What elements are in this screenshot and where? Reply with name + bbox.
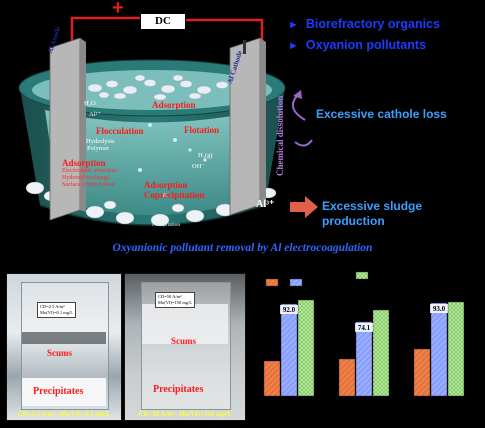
label-hydrolysis: Hydrolysis [86, 138, 115, 145]
precip-label-1: Precipitates [33, 386, 84, 397]
beaker-1-sticker: CD=2.5 A/m² Mo(VI)=0.1 mg/L [37, 302, 77, 318]
chart-bar [355, 321, 373, 397]
beaker-photo-2: CD=50 A/m² Mo(VI)=150 mg/L Scums Precipi… [124, 273, 246, 421]
scum-band-1 [22, 332, 106, 344]
pollutant-bullet-list: ►Biorefractory organics ►Oxyanion pollut… [288, 14, 440, 56]
label-flocculation: Flocculation [96, 126, 144, 136]
label-mech2: Hydroxyl exchange, [62, 175, 111, 181]
photo-1-caption: CD=2.5 A/m², Mo(VI)=0.1 mg/L [17, 410, 111, 418]
scum-band-2 [142, 304, 228, 344]
label-polymer: Polymer [87, 145, 110, 152]
legend-swatch [265, 278, 279, 287]
sludge-callout: Excessive sludge production [322, 199, 423, 228]
triangle-right-icon: ► [288, 19, 299, 31]
chart-bar [263, 360, 281, 397]
chart-bar [430, 302, 448, 397]
precip-band-1 [22, 378, 106, 406]
triangle-right-icon: ► [288, 40, 299, 52]
cathode-loss-arrow-icon [291, 90, 313, 147]
chart-bar [372, 309, 390, 397]
label-adsorption-mech: Adsorption [62, 158, 106, 168]
data-label-bg [280, 305, 298, 314]
bullet-item: ►Oxyanion pollutants [288, 38, 427, 52]
chart-legend [265, 271, 369, 287]
chart-bar [413, 348, 431, 397]
label-coprecipitation: Coprecipitation [144, 190, 205, 200]
label-al3-top: Al³⁺ [89, 111, 101, 118]
legend-swatch [289, 278, 303, 287]
label-chemical-dissolution: Chemical dissolution [275, 95, 285, 176]
label-oh: OH⁻ [192, 163, 205, 170]
cathode-plate [229, 37, 266, 216]
anode-plate [49, 37, 86, 221]
bullet-item: ►Biorefractory organics [288, 17, 440, 31]
label-h2o: H₂O [84, 100, 96, 107]
power-wire [70, 16, 264, 48]
cathode-loss-callout: Excessive cathole loss [316, 107, 447, 121]
chart-bars [263, 299, 465, 397]
label-h2g: H₂(g) [198, 152, 213, 159]
positive-terminal-symbol: + [112, 0, 124, 19]
data-label-bg [430, 304, 448, 313]
precip-label-2: Precipitates [153, 384, 204, 395]
photo-2-caption: CD=50 A/m², Mo(VI)=150 mg/L [138, 410, 232, 418]
label-mech1: Electrostatic attraction, [62, 168, 118, 174]
chart-bar [280, 303, 298, 397]
chart-data-labels: 92.0 74.1 93.0 [280, 304, 448, 332]
label-flotation: Flotation [184, 125, 219, 135]
chart-bar [447, 301, 465, 397]
legend-swatch [355, 271, 369, 280]
scum-layer [87, 74, 229, 101]
dc-power-label: DC [140, 13, 186, 30]
data-label-bg [355, 322, 373, 332]
removal-bar-chart: 92.0 74.1 93.0 [263, 271, 465, 397]
particle-icons [138, 123, 207, 197]
scum-label-1: Scums [47, 348, 73, 358]
electrocoagulation-diagram [18, 16, 318, 227]
chart-bar [338, 358, 356, 397]
data-label: 93.0 [433, 305, 446, 313]
data-label: 74.1 [358, 324, 371, 332]
label-al3-bottom: Al³⁺ [256, 199, 275, 210]
label-adsorption-copr: Adsorption [144, 180, 188, 190]
beaker-photo-1: CD=2.5 A/m² Mo(VI)=0.1 mg/L Scums Precip… [6, 273, 122, 421]
label-precipitate: Precipitation [152, 222, 181, 228]
diagram-title: Oxyanionic pollutant removal by Al elect… [112, 242, 373, 254]
sludge-arrow-icon [290, 196, 318, 218]
chart-bar [297, 299, 315, 397]
label-adsorption-top: Adsorption [152, 100, 196, 110]
scum-label-2: Scums [171, 336, 197, 346]
data-label: 92.0 [283, 306, 296, 314]
beaker-2-sticker: CD=50 A/m² Mo(VI)=150 mg/L [155, 292, 196, 308]
inner-labels: H₂O Al³⁺ Hydrolysis Polymer Adsorption F… [62, 95, 285, 228]
label-mech3: Surface complexation [62, 182, 115, 188]
